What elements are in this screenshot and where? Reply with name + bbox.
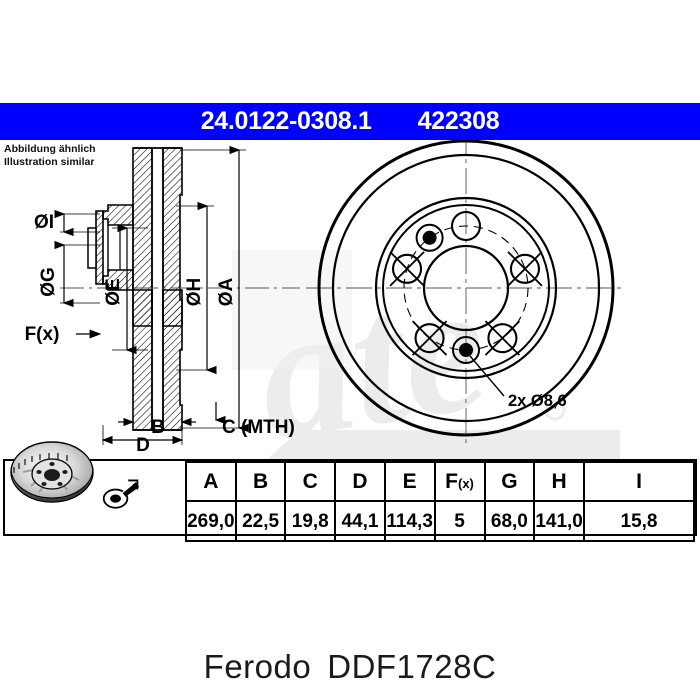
value-cell-c: 19,8 bbox=[284, 500, 337, 542]
label-thickness-b: B bbox=[151, 417, 165, 438]
label-diameter-a: ØA bbox=[216, 277, 237, 306]
table-header-row: A B C D E F(x) G H I bbox=[5, 441, 695, 541]
header-cell-i: I bbox=[583, 461, 695, 502]
value-cell-e: 114,3 bbox=[383, 500, 436, 542]
header-cell-a: A bbox=[185, 461, 237, 502]
header-fx-main: F bbox=[445, 470, 458, 493]
header-cell-c: C bbox=[284, 461, 337, 502]
dimensions-table: A B C D E F(x) G H I 269,0 22,5 19,8 44,… bbox=[5, 441, 695, 542]
header-cell-g: G bbox=[483, 461, 536, 502]
illustration-note: Abbildung ähnlich Illustration similar bbox=[4, 143, 96, 169]
value-cell-fx: 5 bbox=[433, 500, 486, 542]
dimension-lines: ØI ØG ØE ØH ØA F(x) B C (MTH) bbox=[25, 145, 295, 456]
measuring-tool-icon bbox=[102, 479, 140, 509]
disc-hat-section bbox=[87, 204, 134, 291]
value-cell-g: 68,0 bbox=[483, 500, 536, 542]
face-view-note: 2x Ø8,6 bbox=[508, 392, 567, 410]
spec-table: A B C D E F(x) G H I 269,0 22,5 19,8 44,… bbox=[3, 441, 697, 542]
table-value-row: 269,0 22,5 19,8 44,1 114,3 5 68,0 141,0 … bbox=[5, 500, 695, 542]
label-force-x: F(x) bbox=[25, 324, 60, 345]
disc-outer-circle bbox=[317, 140, 615, 437]
manufacturer-name: Ferodo bbox=[203, 648, 312, 685]
header-fx-sub: (x) bbox=[457, 476, 474, 491]
article-code: DDF1728C bbox=[327, 648, 497, 685]
disc-outer-inner-circle bbox=[331, 153, 601, 423]
value-cell-b: 22,5 bbox=[234, 500, 287, 542]
label-diameter-i: ØI bbox=[34, 212, 54, 233]
friction-ring-inner-circle bbox=[374, 196, 558, 380]
brake-disc-photo bbox=[10, 441, 94, 503]
value-cell-i: 15,8 bbox=[583, 500, 695, 542]
label-diameter-e: ØE bbox=[103, 278, 124, 305]
center-bore-circle bbox=[422, 244, 510, 332]
technical-drawing: ate bbox=[0, 140, 700, 460]
label-width-d: D bbox=[136, 435, 150, 456]
value-cell-a: 269,0 bbox=[185, 500, 237, 542]
title-bar: 24.0122-0308.1 422308 bbox=[0, 103, 700, 140]
cross-section-view bbox=[60, 147, 300, 431]
footer-brand: Ferodo DDF1728C bbox=[0, 648, 700, 686]
locating-holes bbox=[415, 223, 480, 364]
illustration-note-de: Abbildung ähnlich bbox=[4, 143, 96, 155]
wheel-bolt-holes bbox=[389, 210, 543, 356]
illustration-note-en: Illustration similar bbox=[4, 155, 95, 168]
hat-outer-circle bbox=[382, 204, 550, 372]
header-cell-d: D bbox=[334, 461, 386, 502]
header-cell-fx: F(x) bbox=[433, 461, 486, 502]
ate-watermark: ate bbox=[232, 243, 620, 460]
reference-number: 422308 bbox=[417, 107, 500, 135]
header-cell-e: E bbox=[383, 461, 436, 502]
part-number: 24.0122-0308.1 bbox=[200, 107, 372, 135]
value-cell-d: 44,1 bbox=[334, 500, 386, 542]
disc-photo-cell bbox=[5, 441, 187, 541]
face-view: 2x Ø8,6 bbox=[306, 140, 626, 448]
value-cell-h: 141,0 bbox=[533, 500, 585, 542]
friction-ring-lower bbox=[132, 289, 183, 431]
label-diameter-g: ØG bbox=[38, 267, 59, 297]
label-thickness-c: C (MTH) bbox=[222, 417, 295, 438]
label-diameter-h: ØH bbox=[184, 278, 205, 307]
locating-hole-leader bbox=[469, 355, 505, 397]
header-cell-b: B bbox=[234, 461, 287, 502]
header-cell-h: H bbox=[533, 461, 585, 502]
